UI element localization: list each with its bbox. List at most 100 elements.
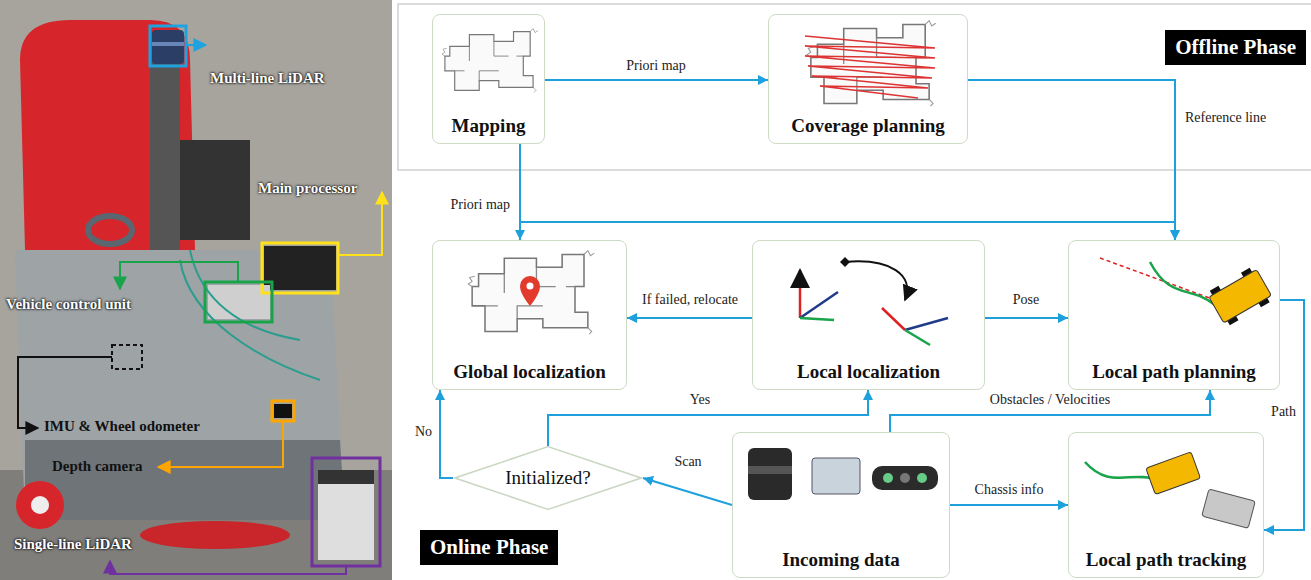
- sensor-picture: [748, 448, 792, 500]
- edge-label: Yes: [688, 392, 712, 408]
- map-picture: [468, 251, 594, 335]
- part-label: Depth camera: [52, 458, 142, 475]
- robot-photo: [0, 0, 392, 580]
- sensor-picture: [917, 473, 927, 483]
- edge-label: If failed, relocate: [640, 292, 740, 308]
- vehicle-picture: [1206, 265, 1274, 327]
- robot-photo: [140, 521, 290, 549]
- edge-label: Scan: [672, 454, 703, 470]
- decision-diamond: Initialized?: [453, 446, 643, 510]
- robot-photo: [25, 440, 345, 520]
- flow-arrow: [890, 390, 1210, 432]
- phase-badge: Offline Phase: [1165, 30, 1306, 65]
- node-text: Incoming data: [782, 549, 900, 571]
- map-picture: [805, 36, 935, 98]
- part-label: Single-line LiDAR: [14, 536, 132, 553]
- flow-arrow: [627, 317, 752, 319]
- vehicle-picture: [1100, 258, 1215, 300]
- node-text: Initialized?: [505, 467, 590, 489]
- part-marker: [272, 401, 294, 421]
- process-box: Local path planning: [1068, 240, 1280, 390]
- frame-picture: [799, 270, 802, 318]
- robot-photo: [31, 496, 49, 514]
- sensor-picture: [812, 458, 860, 494]
- edge-label: Priori map: [624, 58, 688, 74]
- node-text: Coverage planning: [791, 115, 945, 137]
- process-box: Coverage planning: [768, 14, 968, 144]
- part-marker: [312, 458, 380, 566]
- process-box: Local localization: [752, 240, 985, 390]
- flow-arrow: [968, 80, 1175, 240]
- frame-picture: [905, 330, 930, 345]
- frame-picture: [800, 257, 948, 345]
- vehicle-picture: [1209, 270, 1272, 323]
- part-label: Main processor: [258, 180, 357, 197]
- edge-label: Chassis info: [973, 482, 1046, 498]
- edge-label: No: [413, 424, 434, 440]
- robot-photo: [274, 404, 292, 418]
- vehicle-picture: [1202, 489, 1256, 528]
- node-text: Offline Phase: [1175, 35, 1296, 60]
- part-marker: [205, 282, 272, 322]
- node-text: Mapping: [452, 115, 526, 137]
- edge-label: Path: [1269, 404, 1298, 420]
- map-picture: [807, 21, 936, 106]
- robot-photo: [20, 20, 195, 250]
- node-text: Local path planning: [1092, 361, 1256, 383]
- part-marker: [112, 345, 142, 369]
- node-text: Local localization: [797, 361, 940, 383]
- decision-diamond: [455, 447, 641, 510]
- robot-photo: [152, 42, 184, 46]
- part-marker: [186, 44, 206, 46]
- robot-photo: [16, 481, 64, 529]
- part-marker: [150, 26, 186, 66]
- flow-arrow: [985, 317, 1068, 319]
- flow-arrow: [950, 504, 1068, 506]
- sensor-picture: [748, 448, 938, 500]
- vehicle-picture: [1150, 262, 1215, 305]
- sensor-picture: [872, 466, 938, 490]
- flow-arrow: [440, 390, 453, 478]
- map-picture: [527, 283, 534, 290]
- part-marker: [338, 192, 382, 255]
- edge-label: Reference line: [1183, 110, 1268, 126]
- flow-arrow: [643, 478, 732, 505]
- process-box: Incoming data: [732, 432, 950, 578]
- vehicle-picture: [1146, 452, 1201, 495]
- robot-photo: [152, 30, 184, 64]
- flow-arrow: [548, 390, 868, 446]
- flow-arrow: [520, 144, 1175, 240]
- edge-label: Priori map: [449, 197, 513, 213]
- frame-picture: [882, 308, 905, 330]
- sensor-picture: [883, 473, 893, 483]
- part-marker: [110, 561, 346, 574]
- node-text: Local path tracking: [1086, 549, 1246, 571]
- map-picture: [442, 21, 936, 335]
- robot-photo: [88, 216, 132, 244]
- frame-picture: [800, 318, 834, 320]
- frame-picture: [905, 318, 948, 330]
- robot-photo: [264, 246, 336, 290]
- part-label: Vehicle control unit: [6, 296, 131, 313]
- part-label: IMU & Wheel odometer: [44, 418, 200, 435]
- process-box: Local path tracking: [1068, 432, 1264, 578]
- vehicle-picture: [1202, 489, 1256, 528]
- node-text: Online Phase: [430, 535, 548, 560]
- part-label: Multi-line LiDAR: [210, 70, 325, 87]
- phase-badge: Online Phase: [420, 530, 558, 565]
- robot-photo: [318, 470, 374, 484]
- process-box: Mapping: [432, 14, 545, 144]
- map-picture: [520, 276, 540, 306]
- frame-picture: [800, 292, 838, 318]
- map-picture: [442, 29, 538, 93]
- robot-photo: [180, 250, 320, 380]
- vehicle-picture: [1085, 258, 1274, 528]
- robot-photo: [150, 60, 180, 250]
- robot-photo: [15, 250, 345, 520]
- edge-label: Obstacles / Velocities: [988, 392, 1112, 408]
- sensor-picture: [748, 466, 792, 474]
- robot-photo: [180, 140, 250, 240]
- flow-arrow: [1264, 300, 1304, 530]
